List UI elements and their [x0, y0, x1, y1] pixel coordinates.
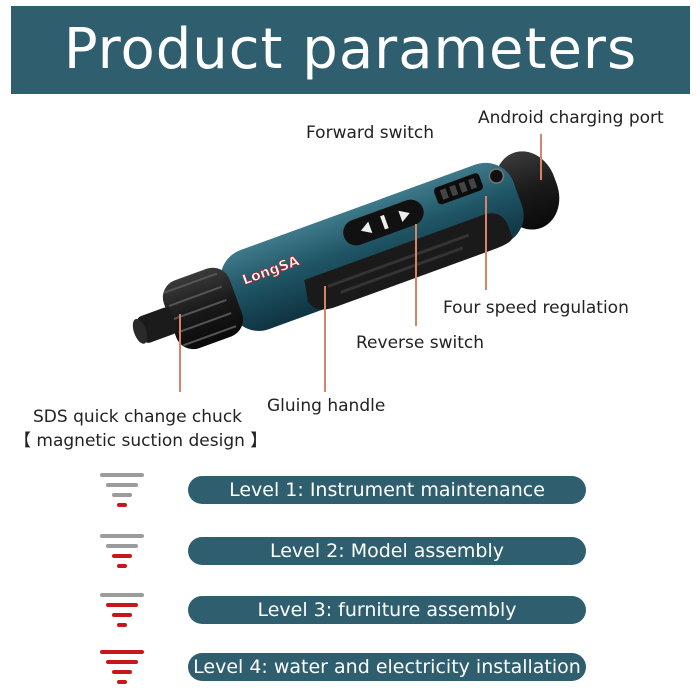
level-2-label: Level 2: Model assembly	[269, 539, 505, 562]
sds-chuck	[136, 307, 177, 343]
level-3-pill: Level 3: furniture assembly	[188, 596, 586, 624]
level-1-bar-3	[112, 493, 132, 497]
level-1-bars-icon	[100, 473, 144, 507]
level-1-bar-2	[106, 483, 138, 487]
level-2-bars-icon	[100, 534, 144, 568]
level-row-1: Level 1: Instrument maintenance	[0, 473, 700, 507]
level-2-bar-1	[100, 534, 144, 538]
level-1-pill: Level 1: Instrument maintenance	[188, 476, 586, 504]
callout-forward-switch: Forward switch	[306, 123, 435, 143]
level-4-label: Level 4: water and electricity installat…	[193, 655, 581, 678]
level-3-bar-4	[117, 623, 127, 627]
callout-charging-port: Android charging port	[478, 108, 664, 128]
level-row-2: Level 2: Model assembly	[0, 534, 700, 568]
callout-chuck-line2: 【 magnetic suction design 】	[14, 431, 268, 451]
callout-speed-regulation: Four speed regulation	[443, 298, 629, 318]
level-4-bar-1	[100, 650, 144, 654]
level-1-bar-1	[100, 473, 144, 477]
level-2-pill: Level 2: Model assembly	[188, 537, 586, 565]
level-2-bar-2	[106, 544, 138, 548]
level-4-bar-3	[112, 670, 132, 674]
level-4-bars-icon	[100, 650, 144, 684]
level-3-bar-1	[100, 593, 144, 597]
level-1-label: Level 1: Instrument maintenance	[229, 478, 545, 501]
screwdriver-illustration: LongSA	[132, 134, 560, 392]
level-3-bars-icon	[100, 593, 144, 627]
level-2-bar-3	[112, 554, 132, 558]
title-banner: Product parameters	[11, 6, 690, 94]
tool-body	[220, 162, 524, 331]
level-row-3: Level 3: furniture assembly	[0, 593, 700, 627]
page-title: Product parameters	[63, 17, 638, 82]
reverse-arrow-icon	[398, 210, 410, 222]
level-4-bar-2	[106, 660, 138, 664]
callout-chuck-line1: SDS quick change chuck	[33, 407, 243, 427]
level-1-bar-4	[117, 503, 127, 507]
callout-reverse-switch: Reverse switch	[356, 333, 485, 353]
level-3-bar-3	[112, 613, 132, 617]
forward-arrow-icon	[360, 221, 373, 233]
level-4-pill: Level 4: water and electricity installat…	[188, 653, 586, 681]
level-3-bar-2	[106, 603, 138, 607]
level-4-bar-4	[117, 680, 127, 684]
level-2-bar-4	[117, 564, 127, 568]
callout-gluing-handle: Gluing handle	[267, 396, 386, 416]
level-row-4: Level 4: water and electricity installat…	[0, 650, 700, 684]
level-3-label: Level 3: furniture assembly	[257, 598, 517, 621]
speed-button-icon	[488, 168, 505, 184]
